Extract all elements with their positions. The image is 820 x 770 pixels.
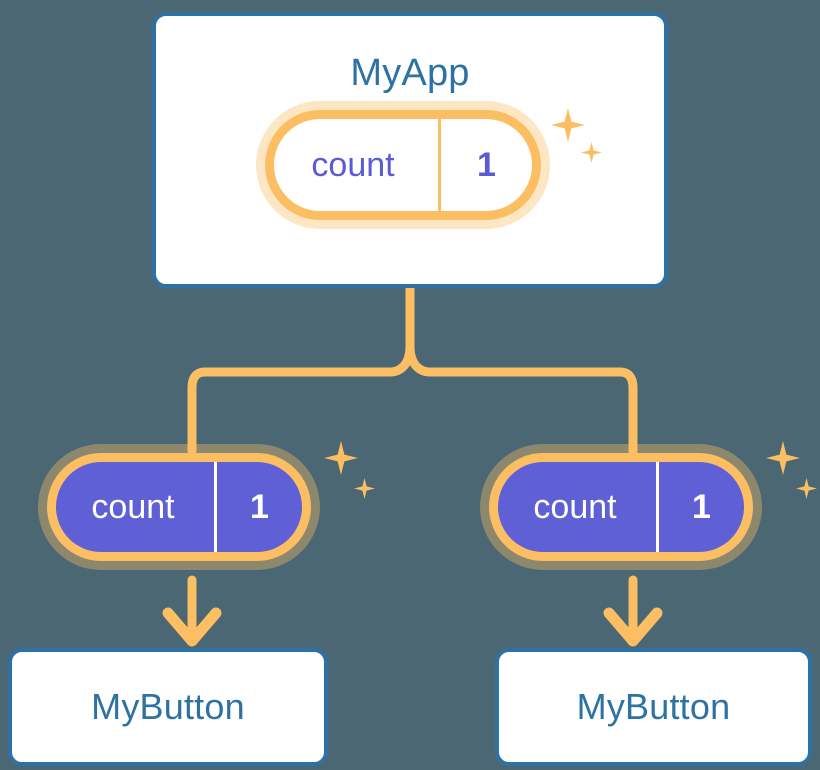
state-pill-value: 1 [656, 462, 744, 552]
state-pill-right[interactable]: count 1 [489, 441, 817, 561]
sparkle-icon [324, 441, 358, 475]
page-title: MyApp [350, 52, 470, 94]
component-card-label: MyButton [576, 686, 731, 727]
state-pill-ring: count 1 [265, 110, 541, 220]
sparkle-icon [796, 478, 817, 499]
state-pill-key: count [311, 145, 395, 184]
state-pill-left[interactable]: count 1 [47, 441, 375, 561]
state-pill-ring: count 1 [489, 453, 753, 561]
state-pill-root[interactable]: count 1 [265, 108, 602, 220]
arrow-head-left [162, 607, 222, 647]
state-pill-value: 1 [214, 462, 302, 552]
component-card-mybutton-left[interactable]: MyButton [8, 648, 328, 766]
fork-branch-right [405, 341, 638, 457]
component-card-mybutton-right[interactable]: MyButton [495, 648, 812, 766]
state-pill-value: 1 [438, 119, 532, 211]
state-pill-key: count [533, 487, 617, 526]
fork-branch-left [187, 341, 415, 457]
state-pill-body: count 1 [498, 462, 744, 552]
sparkle-icon [354, 478, 375, 499]
state-pill-body: count 1 [274, 119, 532, 211]
state-pill-body: count 1 [56, 462, 302, 552]
state-pill-ring: count 1 [47, 453, 311, 561]
component-card-label: MyButton [91, 686, 245, 727]
sparkle-icon [766, 441, 800, 475]
arrow-head-right [603, 607, 663, 647]
state-pill-key: count [91, 487, 175, 526]
